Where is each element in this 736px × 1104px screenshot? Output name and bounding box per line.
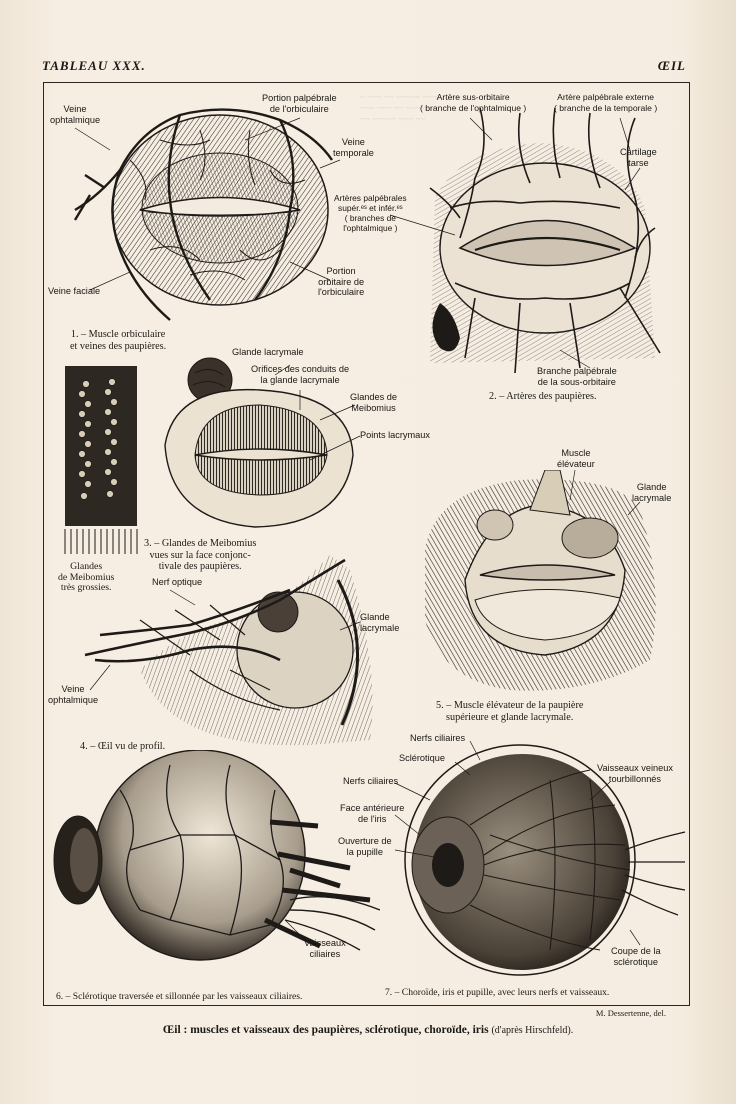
fig2-label-artere-sus-orbitaire: Artère sus-orbitaire ( branche de l'opht… (420, 92, 527, 113)
fig2-label-cartilage-tarse: Cartilage tarse (620, 147, 657, 168)
fig5-label-muscle-elevateur: Muscle élévateur (557, 448, 595, 469)
fig6-caption: 6. – Sclérotique traversée et sillonnée … (56, 991, 303, 1002)
fig3-caption: 3. – Glandes de Meibomius vues sur la fa… (144, 538, 257, 572)
fig4-label-glande-lacrymale: Glande lacrymale (360, 612, 400, 633)
fig4-caption: 4. – Œil vu de profil. (80, 741, 166, 752)
fig4-label-veine-ophtalmique: Veine ophtalmique (48, 684, 99, 705)
fig1-label-veine-temporale: Veine temporale (333, 137, 374, 158)
fig1-caption: 1. – Muscle orbiculaire et veines des pa… (70, 329, 167, 352)
fig3-side-caption: Glandes de Meibomius très grossies. (58, 561, 115, 593)
fig1-illustration (73, 108, 333, 321)
fig7-label-coupe-sclerotique: Coupe de la sclérotique (611, 946, 661, 967)
fig2-label-artere-palpebrale-externe: Artère palpébrale externe ( branche de l… (554, 92, 658, 113)
plate-title: Œil : muscles et vaisseaux des paupières… (0, 1024, 736, 1036)
fig3-label-glande-lacrymale: Glande lacrymale (232, 347, 304, 357)
fig5-caption: 5. – Muscle élévateur de la paupière sup… (436, 700, 584, 723)
plate-title-source: (d'après Hirschfeld). (491, 1025, 574, 1036)
fig7-label-sclerotique: Sclérotique (399, 753, 445, 763)
plate-subject: ŒIL (657, 58, 686, 73)
fig1-label-portion-orbitaire: Portion orbitaire de l'orbiculaire (318, 266, 365, 297)
fig4-illustration (84, 555, 373, 746)
fig1-label-veine-faciale: Veine faciale (48, 286, 101, 296)
fig7-label-nerfs-ciliaires-top: Nerfs ciliaires (410, 733, 466, 743)
fig6-label-vaisseaux-ciliaires: Vaisseaux ciliaires (304, 938, 346, 959)
fig3-side-illustration (64, 366, 138, 554)
fig2-label-arteres-palpebrales: Artères palpébrales supér.ᵉˢ et infér.ᵉˢ… (334, 193, 407, 233)
fig3-label-orifices: Orifices des conduits de la glande lacry… (251, 364, 350, 385)
fig1-label-portion-palpebrale: Portion palpébrale de l'orbiculaire (262, 93, 337, 114)
fig7-illustration (404, 744, 686, 976)
fig7-label-nerfs-ciliaires: Nerfs ciliaires (343, 776, 399, 786)
fig2-caption: 2. – Artères des paupières. (489, 391, 597, 402)
plate-frame (43, 82, 690, 1006)
fig7-label-ouverture-pupille: Ouverture de la pupille (338, 836, 392, 857)
fig6-illustration (53, 750, 380, 961)
fig3-label-points-lacrymaux: Points lacrymaux (360, 430, 430, 440)
fig2-label-branche-palpebrale: Branche palpébrale de la sous-orbitaire (537, 366, 617, 387)
plate-number: TABLEAU XXX. (42, 58, 146, 73)
fig1-label-veine-ophtalmique: Veine ophtalmique (50, 104, 101, 125)
fig5-illustration (425, 470, 656, 691)
fig2-illustration (429, 108, 661, 374)
plate-title-text: Œil : muscles et vaisseaux des paupières… (162, 1024, 489, 1036)
fig7-label-vaisseaux-veineux: Vaisseaux veineux tourbillonnés (597, 763, 673, 784)
fig4-label-nerf-optique: Nerf optique (152, 577, 203, 587)
fig3-label-glandes-meibomius: Glandes de Meibomius (350, 392, 397, 413)
show-through-texture: ~ ~~~ ~~ ~~~~~ ~~~ ~~~ ~~~ ~~ ~~~~ ~~ ~~… (360, 92, 438, 124)
fig7-label-face-anterieure: Face antérieure de l'iris (340, 803, 405, 824)
artist-credit: M. Dessertenne, del. (595, 1008, 666, 1018)
fig5-label-glande-lacrymale: Glande lacrymale (632, 482, 672, 503)
fig3-illustration (164, 357, 354, 528)
fig7-caption: 7. – Choroïde, iris et pupille, avec leu… (385, 987, 610, 998)
